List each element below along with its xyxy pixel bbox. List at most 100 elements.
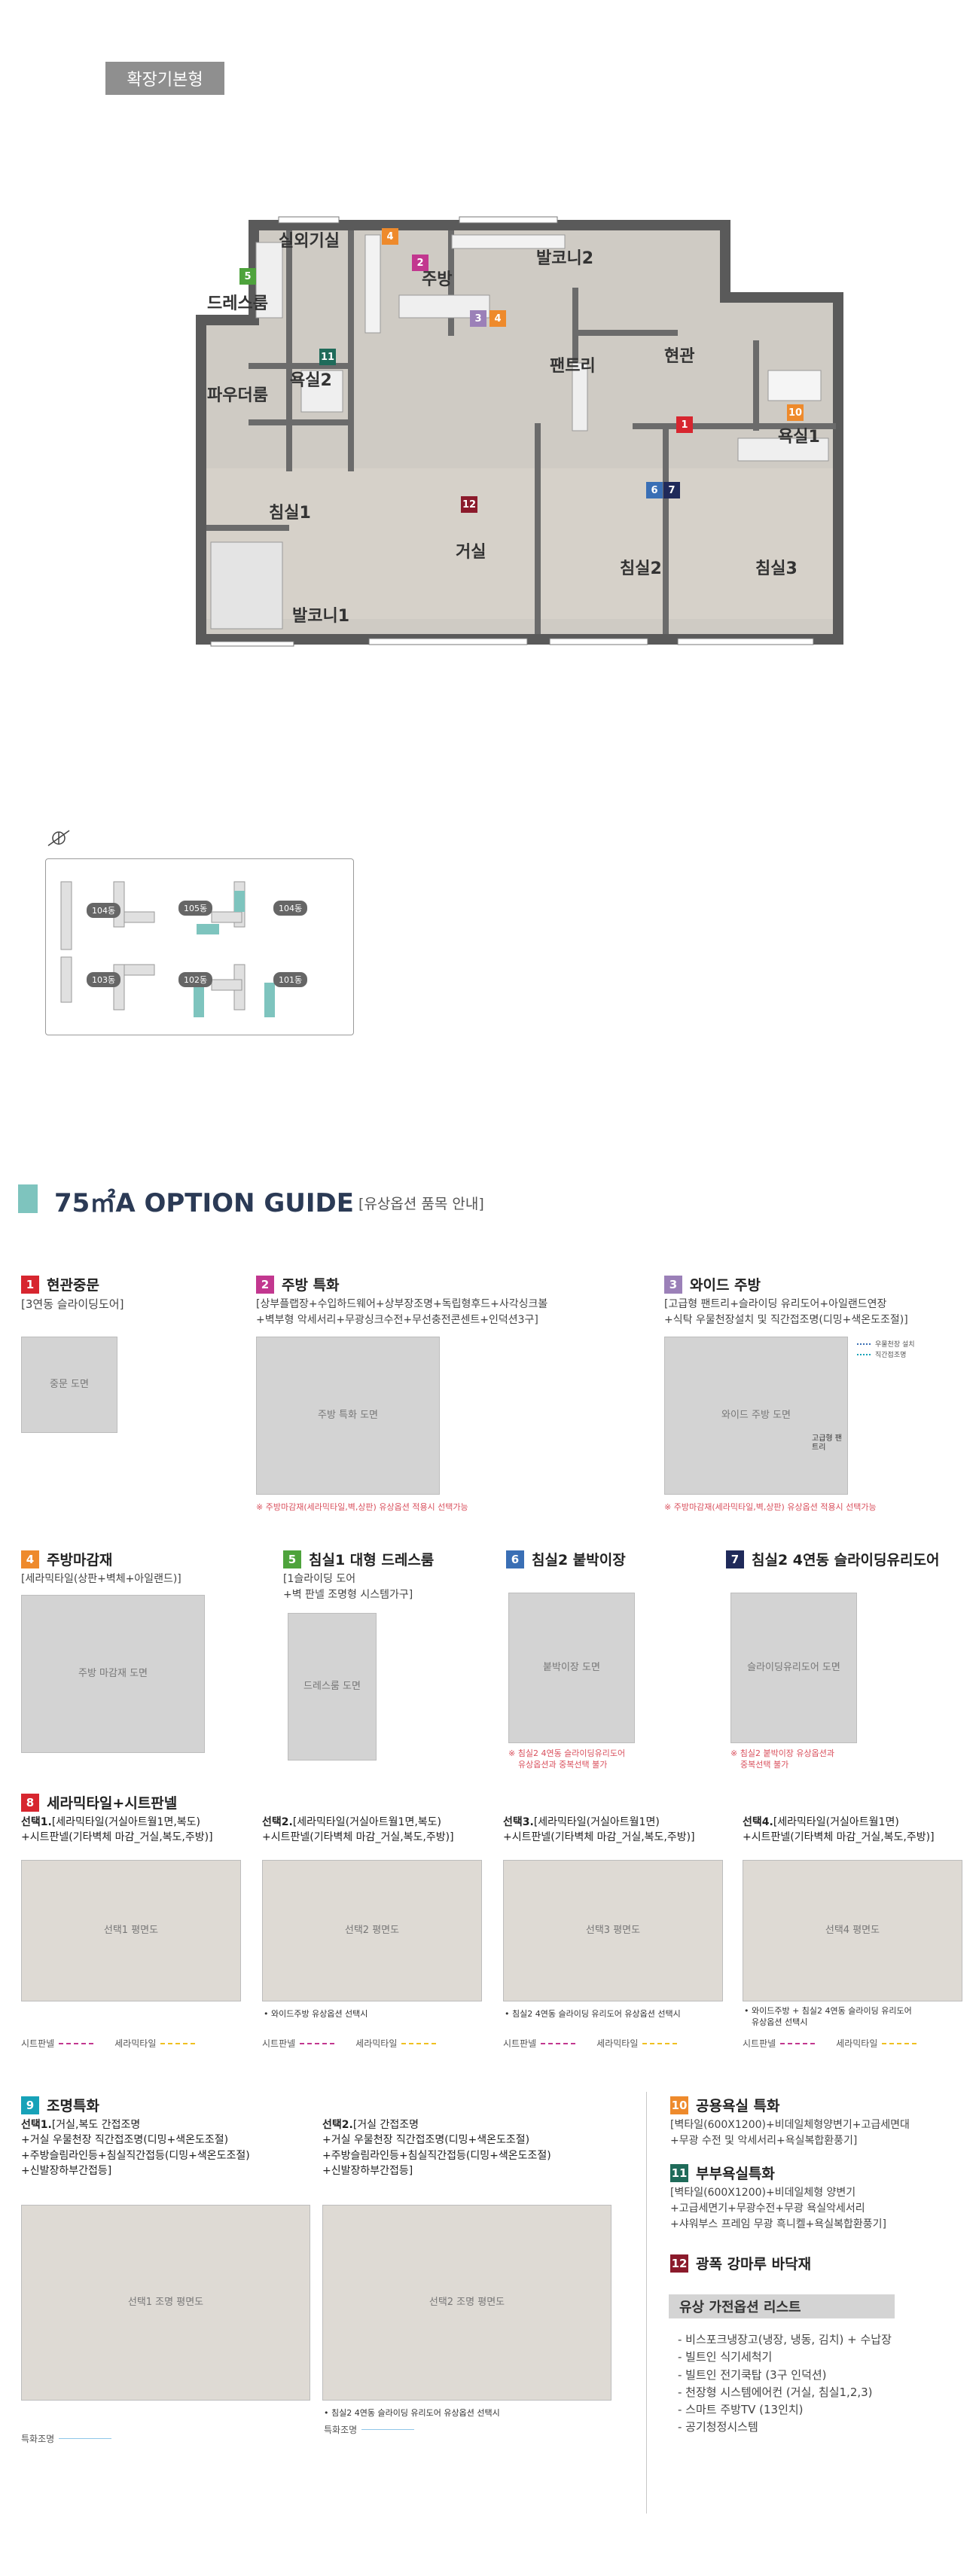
option-9-legend-1: 특화조명 bbox=[21, 2432, 128, 2445]
option-3-title: 와이드 주방 bbox=[690, 1277, 761, 1294]
option-7-note-2: 중복선택 불가 bbox=[740, 1760, 789, 1770]
option-10-number: 10 bbox=[670, 2096, 688, 2114]
option-8-legend-3: 시트판넬 세라믹타일 bbox=[503, 2037, 694, 2050]
plan-badge-10: 10 bbox=[787, 404, 804, 421]
option-9-choice-2-line-3: +주방슬림라인등+침실직간접등(디밍+색온도조절) bbox=[322, 2149, 551, 2162]
option-3-legend-light: 직간접조명 bbox=[857, 1349, 906, 1359]
plan-badge-2: 2 bbox=[412, 255, 429, 271]
option-6-note-2: 유상옵션과 중복선택 불가 bbox=[518, 1760, 608, 1770]
option-12-title: 광폭 강마루 바닥재 bbox=[696, 2256, 812, 2273]
room-dressroom: 드레스룸 bbox=[207, 294, 268, 313]
option-2-title: 주방 특화 bbox=[282, 1277, 340, 1294]
option-9-choice-1: 선택1.[거실,복도 간접조명 +거실 우물천장 직간접조명(디밍+색온도조절)… bbox=[21, 2117, 250, 2178]
option-6-number: 6 bbox=[506, 1550, 524, 1568]
option-1-number: 1 bbox=[21, 1275, 39, 1294]
room-bedroom2: 침실2 bbox=[620, 559, 662, 578]
option-2-note: ※ 주방마감재(세라믹타일,벽,상판) 유상옵션 적용시 선택가능 bbox=[256, 1502, 468, 1512]
plan-badge-12: 12 bbox=[461, 496, 477, 513]
room-bath2: 욕실2 bbox=[290, 371, 332, 390]
option-5-desc-2: +벽 판넬 조명형 시스템가구] bbox=[283, 1589, 413, 1601]
option-9-legend-2: 특화조명 bbox=[324, 2423, 431, 2436]
option-8-choice-1-l2: +시트판넬(기타벽체 마감_거실,복도,주방)] bbox=[21, 1831, 213, 1844]
option-9-choice-2-line-4: +신발장하부간접등] bbox=[322, 2164, 413, 2177]
plan-badge-11: 11 bbox=[319, 349, 336, 365]
option-9-choice-1-line-4: +신발장하부간접등] bbox=[21, 2164, 112, 2177]
building-tag-104b: 104동 bbox=[273, 901, 308, 916]
guide-accent-bar bbox=[18, 1184, 38, 1213]
option-8-heading: 8 세라믹타일+시트판넬 bbox=[21, 1792, 177, 1812]
option-8-legend-1: 시트판넬 세라믹타일 bbox=[21, 2037, 212, 2050]
option-12-heading: 12 광폭 강마루 바닥재 bbox=[670, 2253, 811, 2273]
appliance-item: - 천장형 시스템에어컨 (거실, 침실1,2,3) bbox=[678, 2385, 873, 2399]
option-8-choice-2-label: 선택2. bbox=[262, 1816, 293, 1828]
plan-badge-1: 1 bbox=[676, 416, 693, 433]
appliance-list-title: 유상 가전옵션 리스트 bbox=[669, 2294, 895, 2318]
site-map: 104동 105동 104동 103동 102동 101동 bbox=[45, 858, 354, 1035]
option-12-number: 12 bbox=[670, 2254, 688, 2273]
type-label: 확장기본형 bbox=[105, 62, 224, 95]
option-1-desc: [3연동 슬라이딩도어] bbox=[21, 1297, 124, 1311]
building-tag-101: 101동 bbox=[273, 972, 308, 987]
option-3-heading: 3 와이드 주방 bbox=[664, 1274, 761, 1294]
column-divider bbox=[646, 2092, 647, 2514]
option-8-legend-4: 시트판넬 세라믹타일 bbox=[743, 2037, 933, 2050]
option-8-title: 세라믹타일+시트판넬 bbox=[47, 1795, 178, 1812]
option-3-legend-light-text: 직간접조명 bbox=[875, 1352, 907, 1359]
option-10-desc-1: [벽타일(600X1200)+비데일체형양변기+고급세면대 bbox=[670, 2119, 910, 2131]
building-tag-102: 102동 bbox=[178, 972, 213, 987]
option-8-choice-3-note: • 침실2 4연동 슬라이딩 유리도어 유상옵션 선택시 bbox=[505, 2009, 681, 2019]
option-3-image: 와이드 주방 도면 bbox=[664, 1337, 848, 1495]
option-9-title: 조명특화 bbox=[47, 2098, 99, 2114]
appliance-item: - 빌트인 식기세척기 bbox=[678, 2350, 773, 2364]
option-8-choice-4-l1: [세라믹타일(거실아트월1면) bbox=[773, 1816, 899, 1828]
option-9-choice-2-line-1: [거실 간접조명 bbox=[352, 2119, 419, 2131]
option-3-number: 3 bbox=[664, 1275, 682, 1294]
option-8-choice-4-note: • 와이드주방 + 침실2 4연동 슬라이딩 유리도어 bbox=[744, 2006, 912, 2016]
option-9-legend-2-text: 특화조명 bbox=[324, 2425, 358, 2435]
option-8-choice-2-note: • 와이드주방 유상옵션 선택시 bbox=[264, 2009, 368, 2019]
option-8-choice-3-label: 선택3. bbox=[503, 1816, 534, 1828]
floor-plan bbox=[181, 212, 859, 647]
north-compass-icon bbox=[44, 823, 74, 853]
option-2-heading: 2 주방 특화 bbox=[256, 1274, 340, 1294]
option-11-title: 부부욕실특화 bbox=[696, 2166, 775, 2182]
option-8-plan-1: 선택1 평면도 bbox=[21, 1860, 241, 2001]
plan-badge-4b: 4 bbox=[490, 310, 506, 327]
option-6-title: 침실2 붙박이장 bbox=[532, 1552, 626, 1568]
option-7-image: 슬라이딩유리도어 도면 bbox=[730, 1593, 857, 1743]
option-9-choice-1-line-2: +거실 우물천장 직간접조명(디밍+색온도조절) bbox=[21, 2134, 229, 2147]
plan-badge-4: 4 bbox=[382, 228, 398, 245]
option-2-desc-2: +벽부형 악세서리+무광싱크수전+무선충전콘센트+인덕션3구] bbox=[256, 1314, 538, 1326]
option-3-pantry-label: 고급형 팬트리 bbox=[812, 1434, 842, 1452]
option-9-number: 9 bbox=[21, 2096, 39, 2114]
plan-badge-3: 3 bbox=[470, 310, 486, 327]
room-balcony1: 발코니1 bbox=[292, 607, 350, 626]
option-4-number: 4 bbox=[21, 1550, 39, 1568]
option-8-choice-3-l1: [세라믹타일(거실아트월1면) bbox=[533, 1816, 660, 1828]
option-8-choice-3: 선택3.[세라믹타일(거실아트월1면) +시트판넬(기타벽체 마감_거실,복도,… bbox=[503, 1815, 695, 1846]
option-11-number: 11 bbox=[670, 2163, 688, 2182]
room-bath1: 욕실1 bbox=[778, 428, 820, 447]
option-5-heading: 5 침실1 대형 드레스룸 bbox=[283, 1549, 434, 1569]
option-7-heading: 7 침실2 4연동 슬라이딩유리도어 bbox=[726, 1549, 939, 1569]
option-3-desc-1: [고급형 팬트리+슬라이딩 유리도어+아일랜드연장 bbox=[664, 1298, 887, 1310]
option-5-number: 5 bbox=[283, 1550, 301, 1568]
option-10-heading: 10 공용욕실 특화 bbox=[670, 2095, 780, 2115]
option-10-title: 공용욕실 특화 bbox=[696, 2098, 780, 2114]
option-7-title: 침실2 4연동 슬라이딩유리도어 bbox=[752, 1552, 940, 1568]
option-9-choice-2-note: • 침실2 4연동 슬라이딩 유리도어 유상옵션 선택시 bbox=[324, 2408, 500, 2418]
option-8-choice-1: 선택1.[세라믹타일(거실아트월1면,복도) +시트판넬(기타벽체 마감_거실,… bbox=[21, 1815, 213, 1846]
option-8-legend-1-sheet: 시트판넬 bbox=[21, 2038, 55, 2049]
option-9-choice-2-line-2: +거실 우물천장 직간접조명(디밍+색온도조절) bbox=[322, 2134, 530, 2147]
option-8-choice-4-l2: +시트판넬(기타벽체 마감_거실,복도,주방)] bbox=[743, 1831, 935, 1844]
option-5-desc-1: [1슬라이딩 도어 bbox=[283, 1573, 356, 1585]
option-3-legend-ceiling: 우물천장 설치 bbox=[857, 1339, 915, 1349]
building-tag-103: 103동 bbox=[87, 972, 121, 987]
appliance-item: - 비스포크냉장고(냉장, 냉동, 김치) + 수납장 bbox=[678, 2333, 892, 2346]
option-8-choice-1-l1: [세라믹타일(거실아트월1면,복도) bbox=[51, 1816, 201, 1828]
option-11-desc-3: +샤워부스 프레임 무광 흑니켈+욕실복합환풍기] bbox=[670, 2218, 886, 2230]
option-8-legend-2-tile: 세라믹타일 bbox=[355, 2038, 398, 2049]
room-kitchen: 주방 bbox=[422, 270, 453, 289]
option-9-choice-2: 선택2.[거실 간접조명 +거실 우물천장 직간접조명(디밍+색온도조절) +주… bbox=[322, 2117, 551, 2178]
appliance-item: - 공기청정시스템 bbox=[678, 2420, 758, 2434]
